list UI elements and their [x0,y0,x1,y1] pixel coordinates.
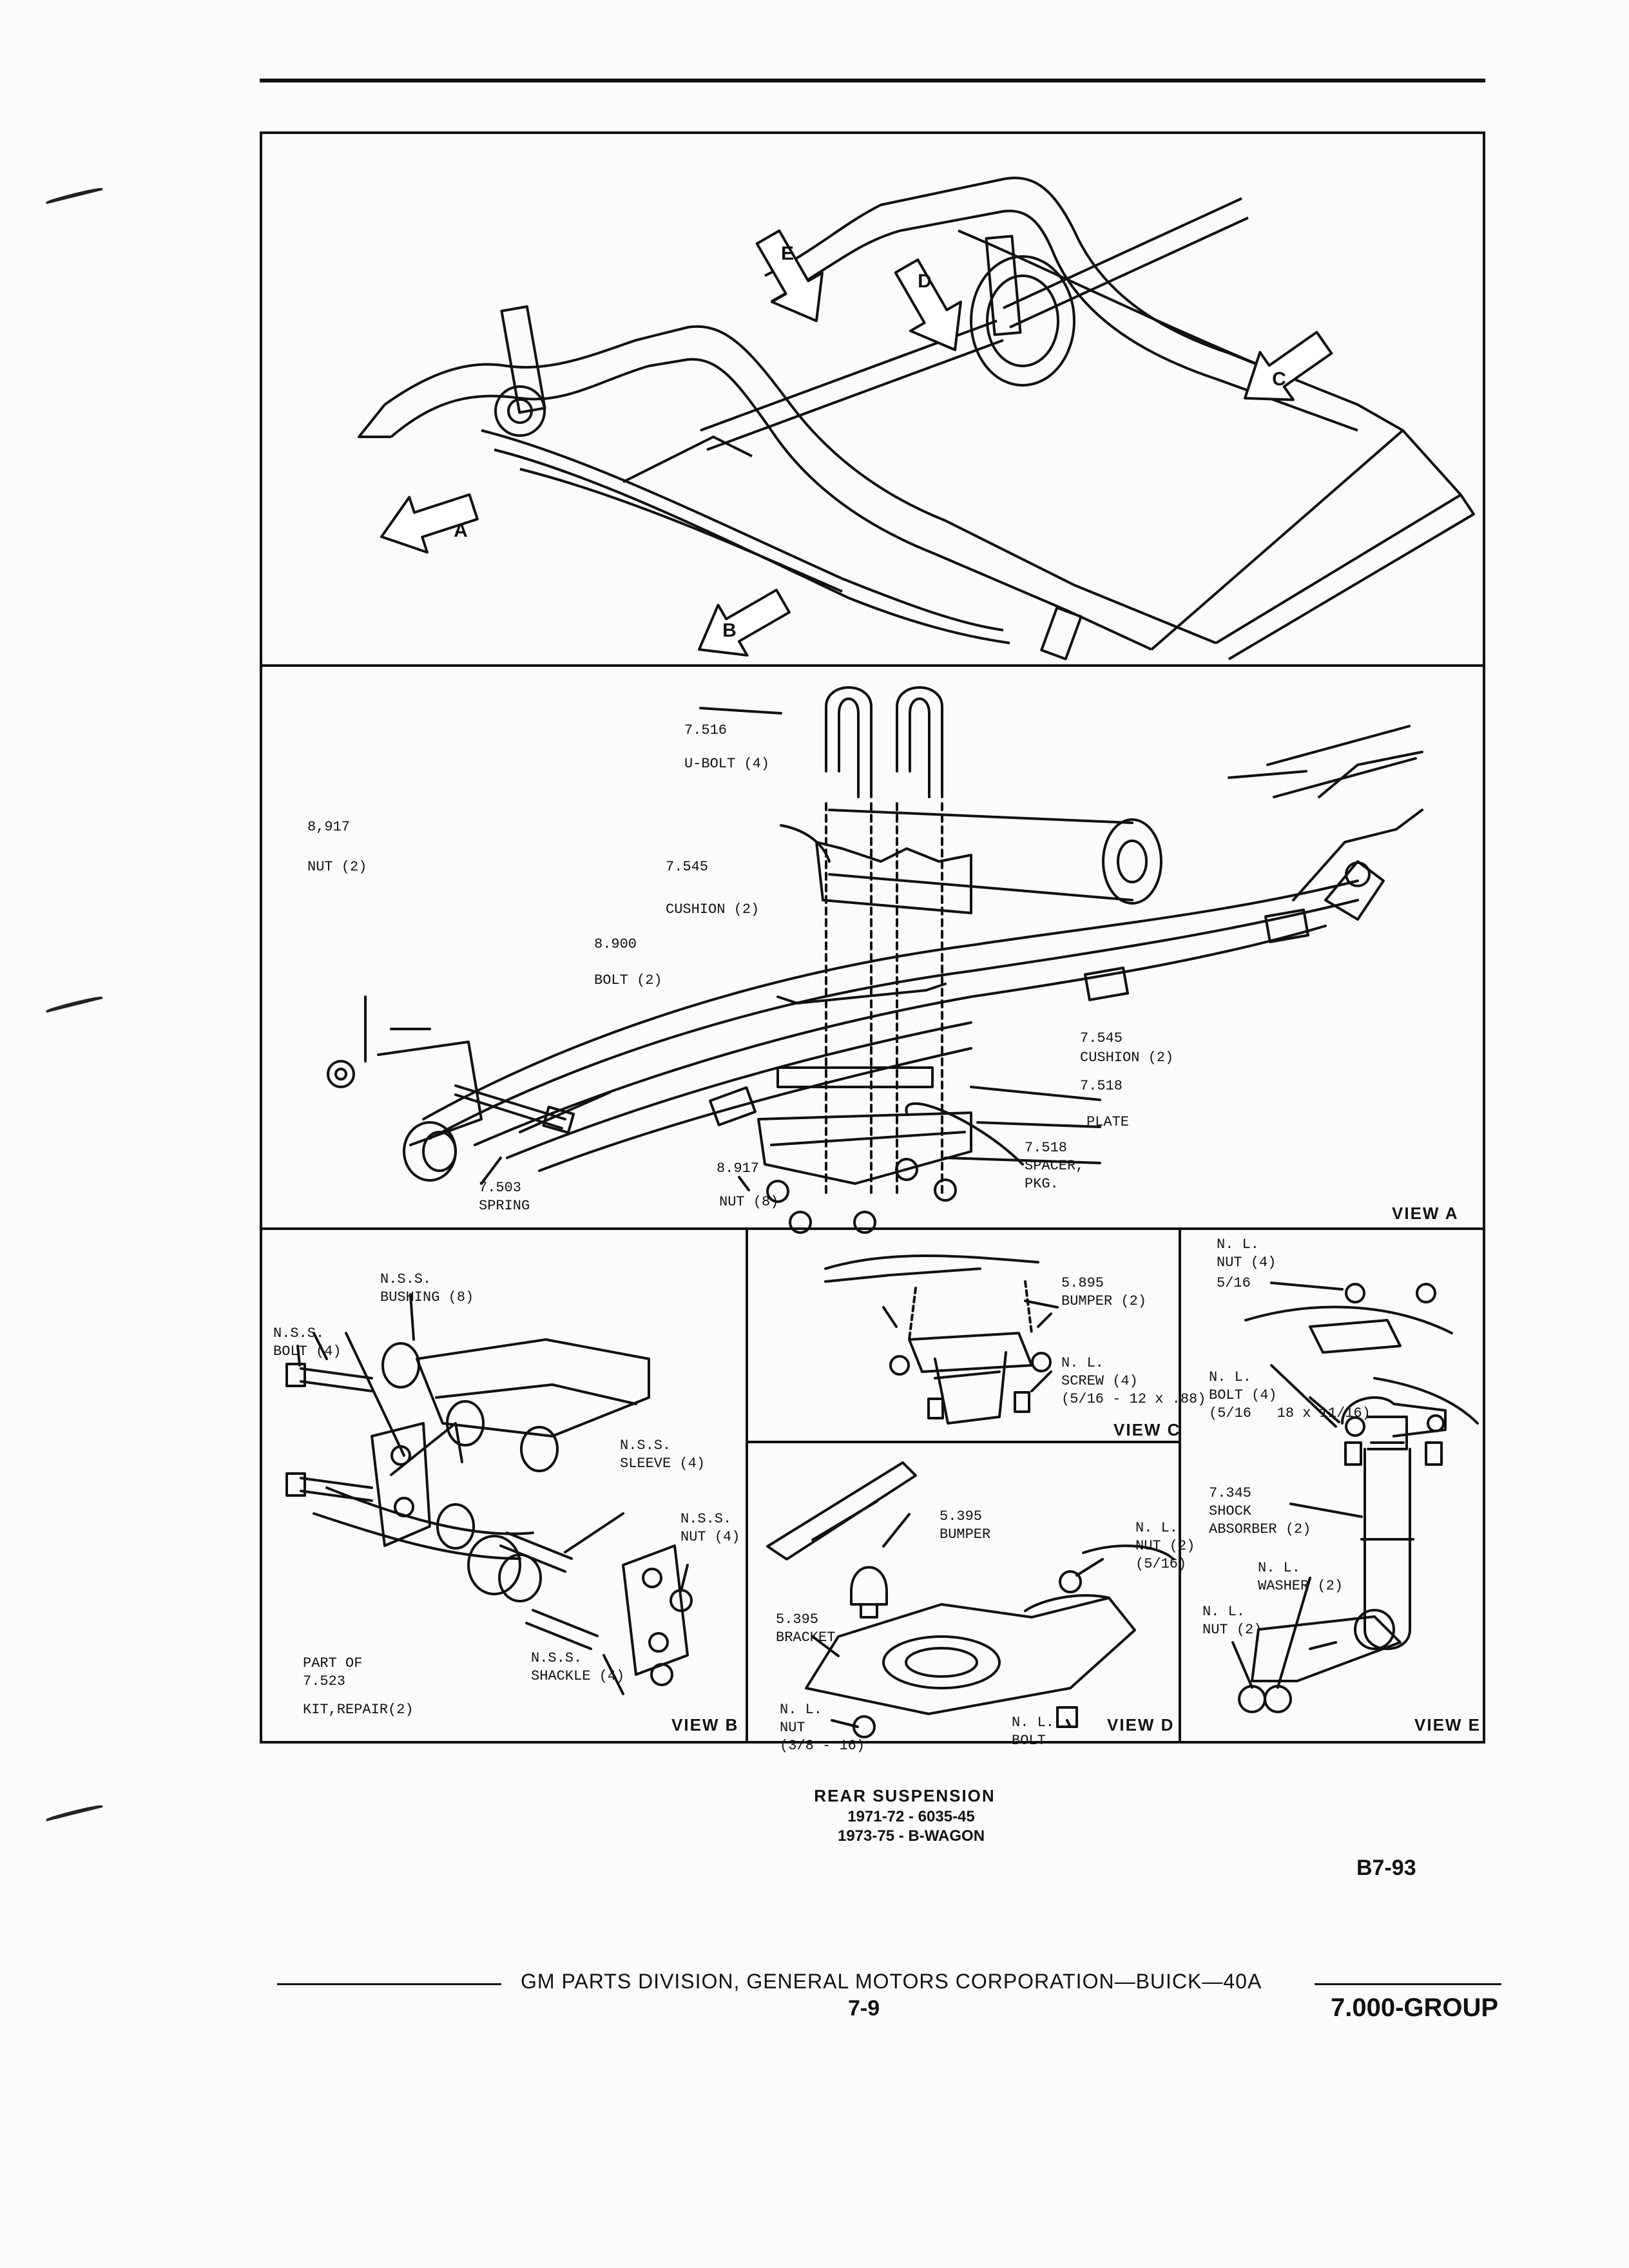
view-b-part-of-label: PART OF 7.523 [303,1655,363,1689]
footer-division: GM PARTS DIVISION, GENERAL MOTORS CORPOR… [521,1970,1262,1993]
view-d-bolt-label: N. L. BOLT [1012,1715,1055,1749]
view-e-washer-label: N. L. WASHER (2) [1258,1560,1344,1594]
view-e-drawing [1181,1230,1483,1742]
view-c-screw-label: N. L. SCREW (4) (5/16 - 12 x .88) [1061,1355,1206,1407]
view-e-nut-bottom-label: N. L. NUT (2) [1202,1604,1262,1638]
divider-b-c [746,1229,748,1742]
view-a-bolt-ref: 8.900 [594,936,637,952]
view-d-bumper-label: 5.395 BUMPER [940,1508,991,1542]
view-a-cushion-right-label: CUSHION (2) [1080,1050,1174,1066]
divider-overview [261,664,1484,667]
figure-title: REAR SUSPENSION [814,1786,996,1805]
view-a-spring-label: 7.503 SPRING [479,1180,530,1214]
view-a-spacer-label: 7.518 SPACER, PKG. [1025,1140,1084,1192]
view-a-cushion-right-ref: 7.545 [1080,1030,1123,1046]
view-b-bolt-label: N.S.S. BOLT (4) [273,1325,342,1360]
view-c-bumper-label: 5.895 BUMPER (2) [1061,1275,1147,1309]
top-rule [260,79,1485,82]
view-a-ubolt-label: U-BOLT (4) [684,756,770,772]
binder-mark [45,186,103,204]
view-e-nut-top-label: N. L. NUT (4) [1217,1236,1277,1271]
footer-rule-right [1315,1983,1501,1985]
callout-letter-a: A [454,520,468,541]
view-b-title: VIEW B [671,1715,739,1735]
callout-letter-e: E [781,243,794,264]
view-a-plate-label: PLATE [1086,1114,1130,1130]
view-b-drawing [262,1230,746,1742]
footer-rule-left [277,1983,501,1985]
view-d-drawing [748,1443,1179,1742]
view-b-kit-label: KIT,REPAIR(2) [303,1702,414,1718]
view-b-nut-label: N.S.S. NUT (4) [680,1511,740,1545]
binder-mark [45,995,103,1013]
view-a-nut-bottom-label: NUT (8) [719,1194,779,1210]
figure-subtitle-2: 1973-75 - B-WAGON [837,1827,985,1845]
view-b-shackle-label: N.S.S. SHACKLE (4) [531,1650,625,1684]
view-a-title: VIEW A [1392,1204,1459,1223]
footer-group: 7.000-GROUP [1331,1994,1499,2022]
view-e-title: VIEW E [1414,1715,1481,1735]
view-d-nut-top-label: N. L. NUT (2) (5/16) [1135,1520,1195,1572]
callout-letter-c: C [1272,369,1286,390]
view-e-bolt-label: N. L. BOLT (4) (5/16 18 x 11/16) [1209,1369,1371,1421]
view-a-nut-top-ref: 8,917 [307,819,351,835]
view-a-drawing [262,668,1483,1226]
binder-mark [45,1803,103,1821]
figure-subtitle-1: 1971-72 - 6035-45 [847,1808,975,1825]
view-e-shock-label: 7.345 SHOCK ABSORBER (2) [1209,1485,1311,1537]
view-a-cushion-top-ref: 7.545 [666,859,709,875]
page-code: B7-93 [1356,1856,1416,1880]
frame-overview-drawing: A B C D E [262,134,1483,664]
callout-arrow-a [372,479,482,564]
view-e-nut-top-size: 5/16 [1217,1275,1251,1291]
view-b-sleeve-label: N.S.S. SLEEVE (4) [620,1437,706,1472]
view-b-bushing-label: N.S.S. BUSHING (8) [380,1271,474,1305]
callout-letter-b: B [722,620,737,641]
footer-page-number: 7-9 [848,1996,880,2021]
view-a-ubolt-ref: 7.516 [684,722,728,738]
view-c-drawing [748,1230,1179,1440]
view-c-title: VIEW C [1113,1420,1181,1439]
view-a-nut-bottom-ref: 8.917 [717,1160,760,1177]
view-a-nut-top-label: NUT (2) [307,859,367,875]
view-a-bolt-label: BOLT (2) [594,972,662,988]
callout-letter-d: D [918,271,932,292]
view-a-plate-ref: 7.518 [1080,1078,1123,1094]
view-d-bracket-label: 5.395 BRACKET [776,1611,836,1646]
figure-frame [260,131,1485,1744]
divider-c-d [747,1441,1180,1443]
divider-c-e [1179,1229,1181,1742]
view-d-title: VIEW D [1107,1715,1175,1735]
view-a-cushion-top-label: CUSHION (2) [666,901,760,918]
view-d-nut-bottom-label: N. L. NUT (3/8 - 16) [780,1702,865,1754]
